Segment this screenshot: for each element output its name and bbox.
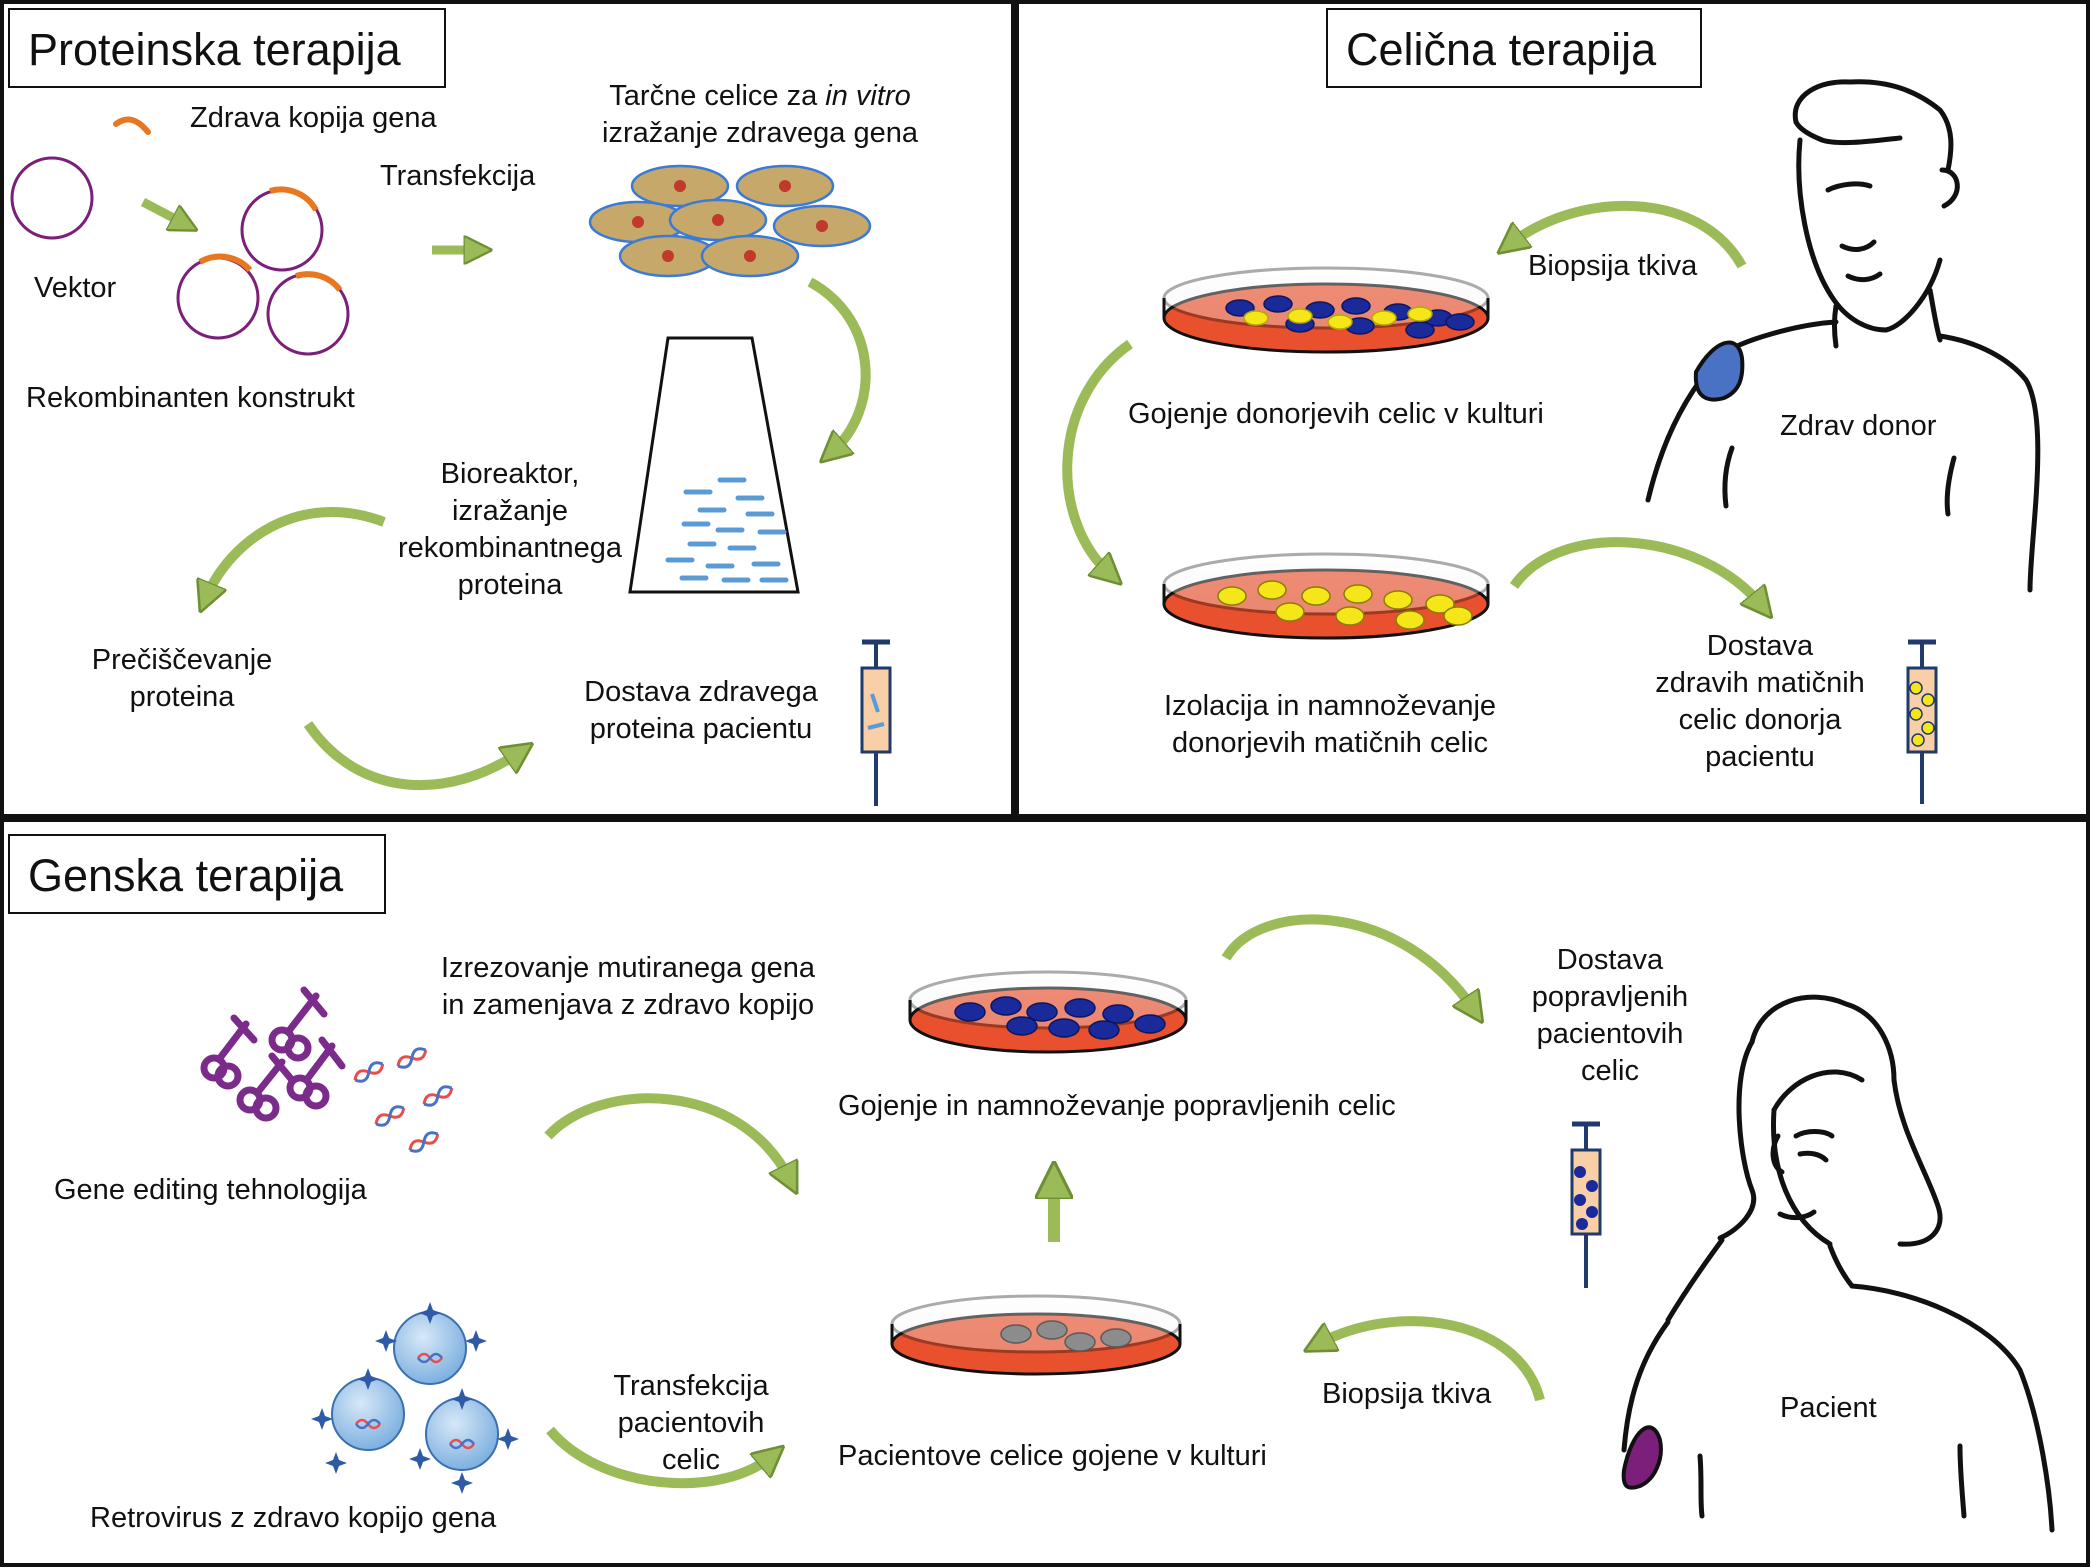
gene-transfection-line-1: Transfekcija xyxy=(613,1370,769,1402)
curved-arrow-icon xyxy=(1221,914,1474,1010)
scissors-icon xyxy=(200,986,346,1122)
vector-plasmid-icon xyxy=(10,156,94,240)
fixed-delivery-label: Dostava popravljenih pacientovih celic xyxy=(1490,942,1730,1090)
stem-delivery-line-2: zdravih matičnih xyxy=(1655,667,1865,699)
syringe-icon xyxy=(1570,1121,1602,1288)
healthy-gene-label: Zdrava kopija gena xyxy=(190,102,437,134)
target-cells-italic: in vitro xyxy=(825,80,911,112)
healthy-gene-icon xyxy=(113,116,151,135)
excision-line-1: Izrezovanje mutiranega gena xyxy=(440,952,815,984)
protein-panel xyxy=(10,116,892,806)
petri-dish-icon xyxy=(1162,266,1490,354)
curved-arrow-icon xyxy=(1318,1316,1545,1402)
gene-panel-title: Genska terapija xyxy=(8,834,386,914)
vector-label: Vektor xyxy=(34,272,117,304)
bioreactor-line-4: proteina xyxy=(457,569,563,601)
petri-dish-icon xyxy=(890,1294,1182,1376)
excision-label: Izrezovanje mutiranega gena in zamenjava… xyxy=(418,950,838,1024)
fixed-delivery-line-2: popravljenih xyxy=(1531,981,1689,1013)
curved-arrow-icon xyxy=(1510,200,1747,269)
dna-icon xyxy=(353,1047,454,1153)
isolation-line-2: donorjevih matičnih celic xyxy=(1172,727,1488,759)
target-cells-text: Tarčne celice za xyxy=(609,80,826,112)
target-cells-label: Tarčne celice za in vitro izražanje zdra… xyxy=(560,78,960,152)
purification-label: Prečiščevanje proteina xyxy=(72,642,292,716)
fixed-delivery-line-3: pacientovih xyxy=(1536,1018,1684,1050)
fixed-culture-label: Gojenje in namnoževanje popravljenih cel… xyxy=(838,1090,1396,1122)
bioreactor-line-2: izražanje xyxy=(451,495,569,527)
donor-biopsy-patch xyxy=(1693,340,1745,402)
patient-biopsy-patch xyxy=(1621,1425,1663,1490)
petri-dish-icon xyxy=(1162,552,1490,640)
cell-panel-title: Celična terapija xyxy=(1326,8,1702,88)
gene-transfection-label: Transfekcija pacientovih celic xyxy=(576,1368,806,1479)
bioreactor-line-3: rekombinantnega xyxy=(397,532,623,564)
curved-arrow-icon xyxy=(546,1426,772,1489)
curved-arrow-icon xyxy=(206,507,386,598)
fixed-delivery-line-1: Dostava xyxy=(1556,944,1664,976)
gene-panel xyxy=(200,914,2055,1533)
bioreactor-label: Bioreaktor, izražanje rekombinantnega pr… xyxy=(380,456,640,604)
editing-label: Gene editing tehnologija xyxy=(54,1174,367,1206)
purification-line-2: proteina xyxy=(129,681,235,713)
protein-panel-title: Proteinska terapija xyxy=(8,8,446,88)
transfection-label: Transfekcija xyxy=(380,160,536,192)
fixed-delivery-line-4: celic xyxy=(1580,1055,1639,1087)
recombinant-plasmids-icon xyxy=(176,186,350,356)
cell-panel xyxy=(1062,79,2041,804)
isolation-line-1: Izolacija in namnoževanje xyxy=(1163,690,1497,722)
curved-arrow-icon xyxy=(807,277,871,452)
cell-nuclei xyxy=(632,180,828,262)
patient-figure-icon xyxy=(1621,994,2055,1533)
cell-panel-border xyxy=(1015,0,2090,818)
patient-biopsy-label: Biopsija tkiva xyxy=(1322,1378,1492,1410)
retrovirus-icon xyxy=(311,1302,519,1494)
bioreactor-flask-icon xyxy=(628,336,800,594)
curved-arrow-icon xyxy=(1509,537,1762,606)
stem-delivery-line-4: pacientu xyxy=(1705,741,1815,773)
donor-culture-label: Gojenje donorjevih celic v kulturi xyxy=(1128,398,1544,430)
donor-figure-icon xyxy=(1645,79,2041,593)
syringe-icon xyxy=(860,639,892,806)
bioreactor-line-1: Bioreaktor, xyxy=(440,458,580,490)
petri-dish-icon xyxy=(908,970,1188,1054)
protein-delivery-line-2: proteina pacientu xyxy=(589,713,813,745)
curved-arrow-icon xyxy=(303,721,520,790)
curved-arrow-icon xyxy=(1062,339,1133,574)
recombinant-label: Rekombinanten konstrukt xyxy=(26,382,355,414)
protein-delivery-line-1: Dostava zdravega xyxy=(584,676,818,708)
protein-delivery-label: Dostava zdravega proteina pacientu xyxy=(566,674,836,748)
isolation-label: Izolacija in namnoževanje donorjevih mat… xyxy=(1140,688,1520,762)
gene-panel-border xyxy=(0,818,2090,1567)
patient-cells-label: Pacientove celice gojene v kulturi xyxy=(838,1440,1267,1472)
donor-label: Zdrav donor xyxy=(1780,410,1937,442)
protein-panel-border xyxy=(0,0,1015,818)
syringe-icon xyxy=(1906,639,1938,804)
gene-transfection-line-2: pacientovih xyxy=(617,1407,765,1439)
donor-biopsy-label: Biopsija tkiva xyxy=(1528,250,1698,282)
purification-line-1: Prečiščevanje xyxy=(91,644,273,676)
gene-transfection-line-3: celic xyxy=(661,1444,720,1476)
excision-line-2: in zamenjava z zdravo kopijo xyxy=(441,989,815,1021)
stem-delivery-line-3: celic donorja xyxy=(1678,704,1842,736)
target-cells-text-2: izražanje zdravega gena xyxy=(602,117,918,149)
straight-arrow-icon xyxy=(140,198,185,224)
stem-delivery-label: Dostava zdravih matičnih celic donorja p… xyxy=(1620,628,1900,776)
patient-label: Pacient xyxy=(1780,1392,1877,1424)
stem-delivery-line-1: Dostava xyxy=(1706,630,1814,662)
retrovirus-label: Retrovirus z zdravo kopijo gena xyxy=(90,1502,497,1534)
target-cells-icon xyxy=(588,164,872,278)
curved-arrow-icon xyxy=(544,1093,790,1180)
